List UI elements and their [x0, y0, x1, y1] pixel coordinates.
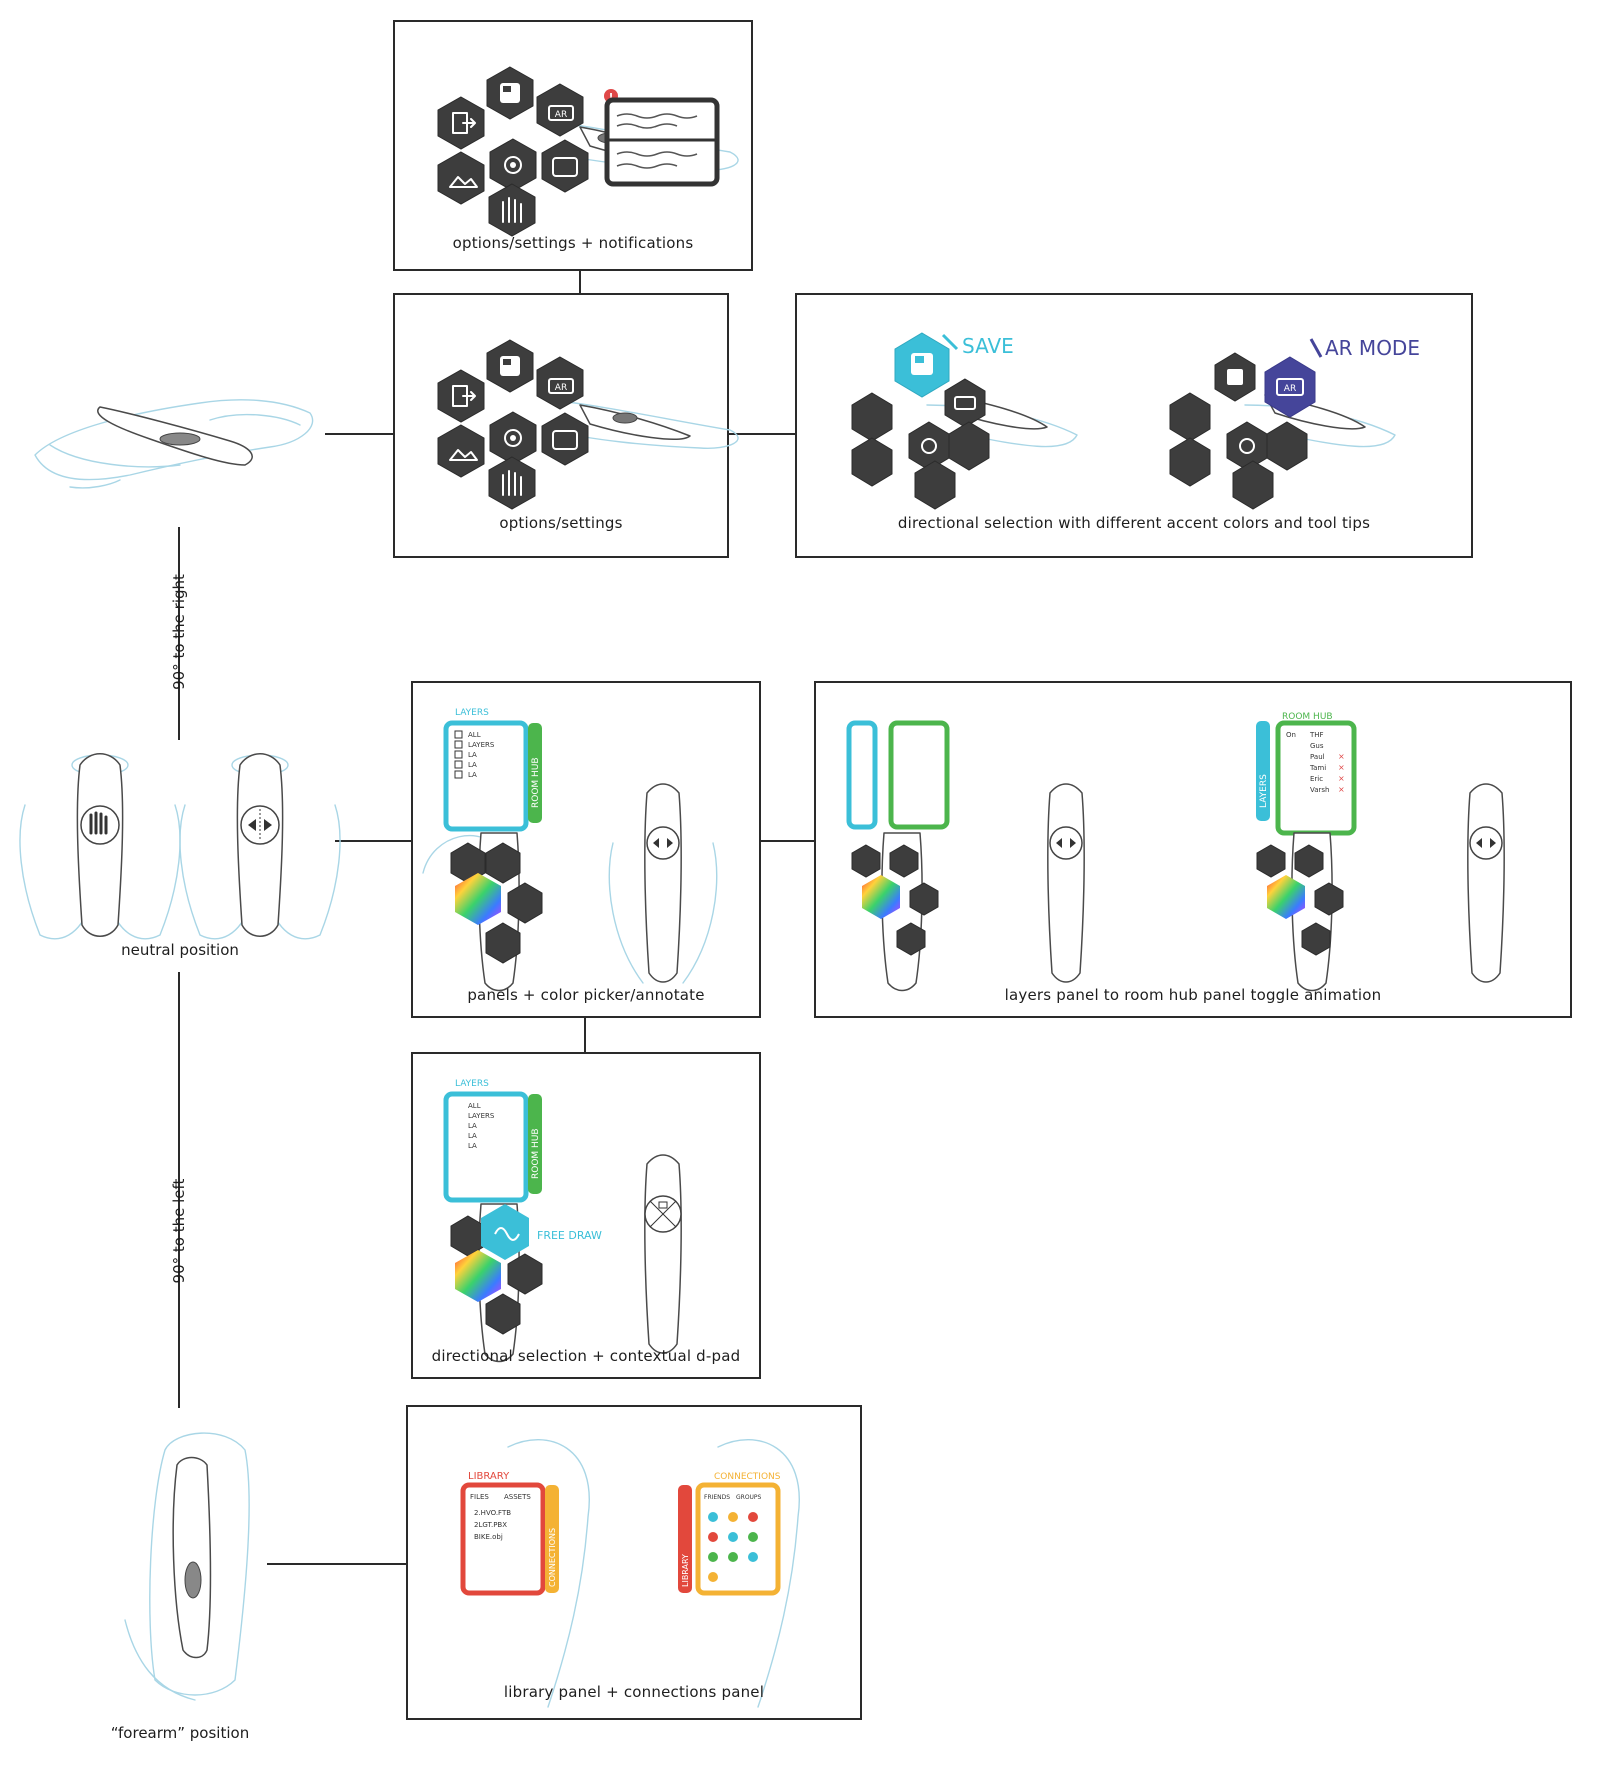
- svg-text:On: On: [1286, 731, 1296, 739]
- svg-text:BIKE.obj: BIKE.obj: [474, 1533, 503, 1541]
- ar-icon: [536, 83, 584, 137]
- frame-caption: options/settings: [499, 514, 623, 532]
- library-panel: [460, 1482, 546, 1596]
- svg-text:×: ×: [1338, 752, 1345, 761]
- room-hub-tab: [528, 723, 542, 823]
- connections-panel: [695, 1482, 781, 1596]
- svg-text:ROOM HUB: ROOM HUB: [531, 1128, 541, 1179]
- svg-text:LAYERS: LAYERS: [468, 1112, 495, 1120]
- svg-text:LAYERS: LAYERS: [468, 741, 495, 749]
- frame-options-notifications: AR ! options/settings + notifications: [393, 20, 753, 271]
- svg-text:×: ×: [1338, 785, 1345, 794]
- svg-text:LIBRARY: LIBRARY: [468, 1471, 510, 1482]
- svg-text:CONNECTIONS: CONNECTIONS: [714, 1472, 781, 1482]
- connection-avatars: [708, 1512, 758, 1582]
- svg-text:×: ×: [1338, 763, 1345, 772]
- svg-text:FILES: FILES: [470, 1493, 489, 1501]
- svg-text:CONNECTIONS: CONNECTIONS: [548, 1528, 557, 1587]
- svg-text:LA: LA: [468, 1122, 477, 1130]
- svg-text:ROOM HUB: ROOM HUB: [531, 757, 541, 808]
- hex-menu-accent-variants: SAVE AR AR MODE: [851, 332, 1420, 510]
- svg-text:ALL: ALL: [468, 1102, 481, 1110]
- svg-text:LA: LA: [468, 771, 477, 779]
- frame-caption: options/settings + notifications: [452, 234, 694, 252]
- hand-icon: [488, 456, 536, 510]
- svg-text:Paul: Paul: [1310, 753, 1325, 761]
- svg-text:LAYERS: LAYERS: [1259, 774, 1269, 808]
- frame-layers-toggle: ROOM HUB LAYERS On THF Gus Paul Tami Eri…: [814, 681, 1572, 1018]
- color-picker-hex: [455, 873, 501, 925]
- svg-text:AR: AR: [1284, 384, 1296, 394]
- frame-directional-accent: SAVE AR AR MODE directional sele: [795, 293, 1473, 558]
- svg-text:LAYERS: LAYERS: [455, 708, 489, 718]
- svg-text:LA: LA: [468, 1132, 477, 1140]
- contacts-icon: [541, 412, 589, 466]
- frame-library-connections: LIBRARY FILES ASSETS 2.HVO.FTB 2LGT.PBX …: [406, 1405, 862, 1720]
- free-draw-tooltip: FREE DRAW: [537, 1229, 602, 1242]
- frame-caption: library panel + connections panel: [503, 1683, 765, 1701]
- frame-directional-dpad: LAYERS ALL LAYERS LA LA LA ROOM HUB FREE…: [411, 1052, 761, 1379]
- svg-text:2.HVO.FTB: 2.HVO.FTB: [474, 1509, 511, 1517]
- hand-icon: [488, 183, 536, 237]
- svg-text:2LGT.PBX: 2LGT.PBX: [474, 1521, 507, 1529]
- exit-icon: [437, 96, 485, 150]
- save-tooltip: SAVE: [962, 334, 1014, 358]
- hex-menu: AR: [437, 339, 739, 510]
- svg-text:AR: AR: [555, 110, 567, 120]
- frame-caption: layers panel to room hub panel toggle an…: [1004, 986, 1382, 1004]
- frame-caption: directional selection with different acc…: [897, 514, 1371, 532]
- svg-text:!: !: [609, 92, 614, 103]
- contacts-icon: [541, 139, 589, 193]
- svg-text:ASSETS: ASSETS: [504, 1493, 531, 1501]
- svg-text:Tami: Tami: [1309, 764, 1326, 772]
- svg-text:FRIENDS: FRIENDS: [704, 1494, 730, 1501]
- svg-text:THF: THF: [1309, 731, 1324, 739]
- svg-text:ALL: ALL: [468, 731, 481, 739]
- hex-menu-notifications: AR !: [437, 66, 739, 237]
- landscape-icon: [437, 424, 485, 478]
- toggle-animation-sketch: ROOM HUB LAYERS On THF Gus Paul Tami Eri…: [846, 712, 1505, 992]
- frame-options-settings: AR options/settings: [393, 293, 739, 558]
- layers-panel: [443, 720, 529, 832]
- panels-sketch: LAYERS ALL LAYERS LA LA LA ROOM HUB: [422, 708, 718, 992]
- library-connections-sketch: LIBRARY FILES ASSETS 2.HVO.FTB 2LGT.PBX …: [460, 1439, 800, 1708]
- exit-icon: [437, 369, 485, 423]
- svg-text:AR: AR: [555, 383, 567, 393]
- svg-text:GROUPS: GROUPS: [736, 1494, 762, 1501]
- ar-icon: [536, 356, 584, 410]
- svg-text:LA: LA: [468, 751, 477, 759]
- svg-text:Eric: Eric: [1310, 775, 1323, 783]
- ar-hex-highlight: [1264, 356, 1316, 418]
- svg-text:Varsh: Varsh: [1310, 786, 1330, 794]
- svg-text:LA: LA: [468, 1142, 477, 1150]
- frame-caption: directional selection + contextual d-pad: [431, 1347, 741, 1365]
- dpad-sketch: LAYERS ALL LAYERS LA LA LA ROOM HUB FREE…: [443, 1079, 682, 1363]
- neutral-position-label: neutral position: [121, 941, 239, 959]
- ar-mode-tooltip: AR MODE: [1325, 336, 1420, 360]
- svg-text:LIBRARY: LIBRARY: [681, 1554, 690, 1587]
- svg-text:Gus: Gus: [1310, 742, 1324, 750]
- svg-text:LA: LA: [468, 761, 477, 769]
- frame-caption: panels + color picker/annotate: [467, 986, 705, 1004]
- svg-text:×: ×: [1338, 774, 1345, 783]
- svg-text:LAYERS: LAYERS: [455, 1079, 489, 1089]
- frame-panels-color: LAYERS ALL LAYERS LA LA LA ROOM HUB: [411, 681, 761, 1018]
- landscape-icon: [437, 151, 485, 205]
- svg-text:ROOM HUB: ROOM HUB: [1282, 712, 1333, 722]
- forearm-position-label: “forearm” position: [110, 1724, 250, 1742]
